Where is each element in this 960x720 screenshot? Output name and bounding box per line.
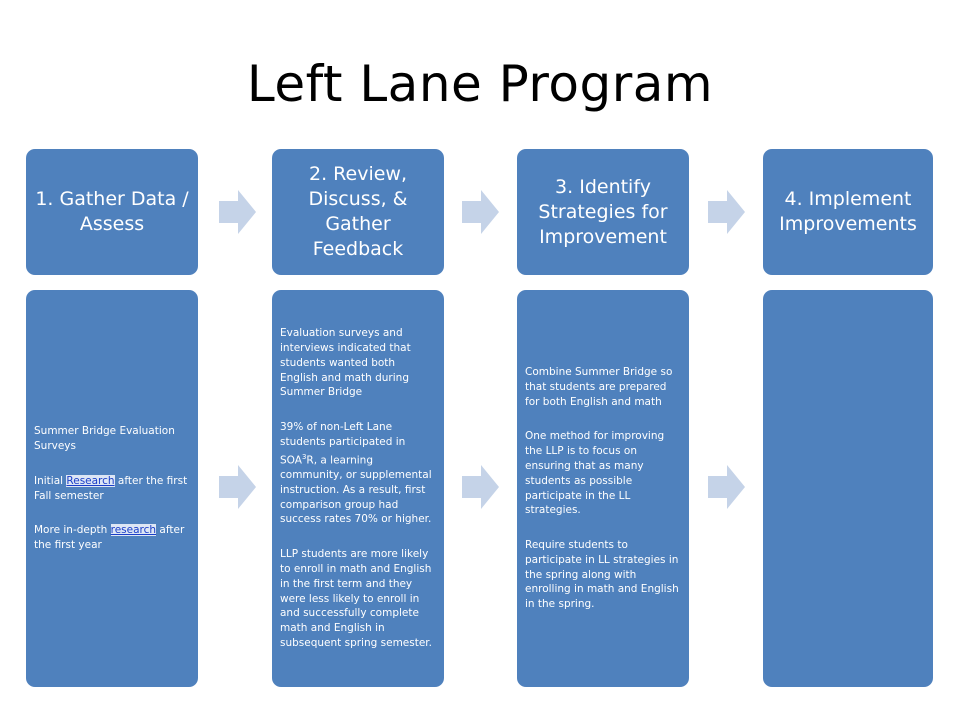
step-2-item-2: 39% of non-Left Lane students participat… xyxy=(280,420,436,527)
step-3-item-1: Combine Summer Bridge so that students a… xyxy=(525,365,673,408)
step-2-item-2-prefix: 39% of non-Left Lane students participat… xyxy=(280,421,406,467)
research-link[interactable]: Research xyxy=(66,474,115,487)
step-3-content: Combine Summer Bridge so that students a… xyxy=(517,290,689,687)
step-1-item-3: More in-depth research after the first y… xyxy=(34,523,190,553)
step-3-item-2: One method for improving the LLP is to f… xyxy=(525,430,665,517)
step-3-item-3: Require students to participate in LL st… xyxy=(525,539,679,611)
in-depth-research-link[interactable]: research xyxy=(110,524,157,537)
content-arrow-3-icon xyxy=(708,465,745,509)
header-arrow-3-icon xyxy=(708,190,745,234)
step-1-item-2: Initial Research after the first Fall se… xyxy=(34,474,190,504)
header-arrow-1-icon xyxy=(219,190,256,234)
step-2-content: Evaluation surveys and interviews indica… xyxy=(272,290,444,687)
step-1-item-3-suffix: after the first year xyxy=(34,524,185,552)
step-2-item-2-suffix: R, a learning community, or supplemental… xyxy=(280,454,432,526)
step-1-item-2-prefix: Initial xyxy=(34,474,67,487)
step-1-item-2-suffix: after the first Fall semester xyxy=(34,474,188,502)
step-1-content: Summer Bridge Evaluation Surveys Initial… xyxy=(26,290,198,687)
step-1-item-3-prefix: More in-depth xyxy=(34,524,111,537)
step-3-header: 3. Identify Strategies for Improvement xyxy=(517,149,689,275)
header-arrow-2-icon xyxy=(462,190,499,234)
page-title: Left Lane Program xyxy=(246,55,714,113)
step-1-header: 1. Gather Data / Assess xyxy=(26,149,198,275)
step-4-header: 4. Implement Improvements xyxy=(763,149,933,275)
step-2-item-2-superscript: 3 xyxy=(301,452,307,461)
content-arrow-1-icon xyxy=(219,465,256,509)
step-4-content xyxy=(763,290,933,687)
step-1-item-1: Summer Bridge Evaluation Surveys xyxy=(34,425,175,452)
step-2-item-3: LLP students are more likely to enroll i… xyxy=(280,548,432,650)
content-arrow-2-icon xyxy=(462,465,499,509)
step-2-header: 2. Review, Discuss, & Gather Feedback xyxy=(272,149,444,275)
step-2-item-1: Evaluation surveys and interviews indica… xyxy=(280,327,411,399)
